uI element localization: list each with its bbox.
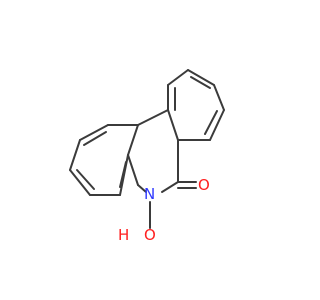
bond-inner [204,110,218,135]
bond [69,169,91,196]
bond-inner [119,161,127,188]
bond [127,124,139,156]
bond-inner [190,76,211,89]
bond [161,181,179,193]
bond [69,139,81,171]
hydroxyl-hydrogen-label: H [118,226,129,244]
nitrogen-label: N [144,185,155,203]
bond [187,69,215,86]
carbonyl-oxygen-label: O [198,176,210,194]
bond [79,124,109,141]
bond [167,69,189,86]
bond-lines [69,69,225,229]
hydroxyl-oxygen-label: O [144,226,156,244]
bond [119,154,129,196]
bond [213,84,225,111]
bond [137,184,147,193]
bond [127,154,139,186]
bond-inner [76,169,95,190]
bond-inner [83,131,107,146]
bond [137,109,169,126]
molecule-diagram: N O O H [69,69,225,244]
bond [167,109,179,141]
atom-labels: N O O H [118,176,210,244]
bond [209,109,225,141]
